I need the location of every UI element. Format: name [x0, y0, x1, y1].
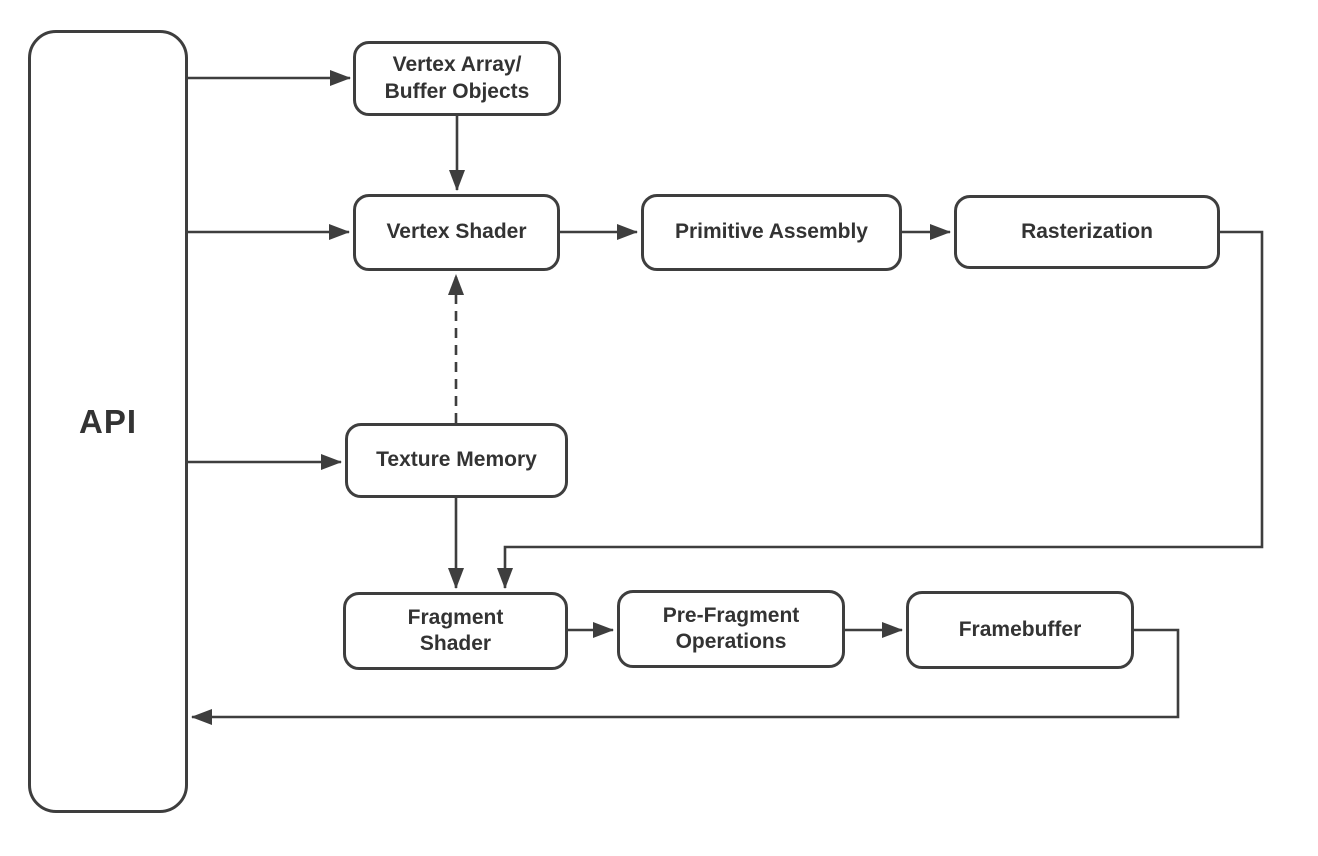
node-fragment-shader-label-line2: Shader	[420, 631, 491, 657]
node-pre-fragment-label-line1: Pre-Fragment	[663, 603, 800, 629]
node-framebuffer: Framebuffer	[906, 591, 1134, 669]
node-pre-fragment-label-line2: Operations	[676, 629, 787, 655]
node-texture-memory-label: Texture Memory	[376, 447, 537, 473]
node-primitive-assembly-label: Primitive Assembly	[675, 219, 868, 245]
node-api: API	[28, 30, 188, 813]
node-fragment-shader-label-line1: Fragment	[408, 605, 504, 631]
edge-rasterization-to-fragment-shader	[505, 232, 1262, 588]
node-rasterization-label: Rasterization	[1021, 219, 1153, 245]
node-primitive-assembly: Primitive Assembly	[641, 194, 902, 271]
node-framebuffer-label: Framebuffer	[959, 617, 1082, 643]
node-vertex-shader: Vertex Shader	[353, 194, 560, 271]
node-vertex-array-label-line2: Buffer Objects	[385, 79, 530, 105]
node-api-label: API	[79, 401, 137, 442]
node-vertex-shader-label: Vertex Shader	[386, 219, 526, 245]
node-pre-fragment-operations: Pre-Fragment Operations	[617, 590, 845, 668]
node-vertex-array-buffer-objects: Vertex Array/ Buffer Objects	[353, 41, 561, 116]
node-fragment-shader: Fragment Shader	[343, 592, 568, 670]
node-texture-memory: Texture Memory	[345, 423, 568, 498]
node-vertex-array-label-line1: Vertex Array/	[393, 52, 522, 78]
node-rasterization: Rasterization	[954, 195, 1220, 269]
